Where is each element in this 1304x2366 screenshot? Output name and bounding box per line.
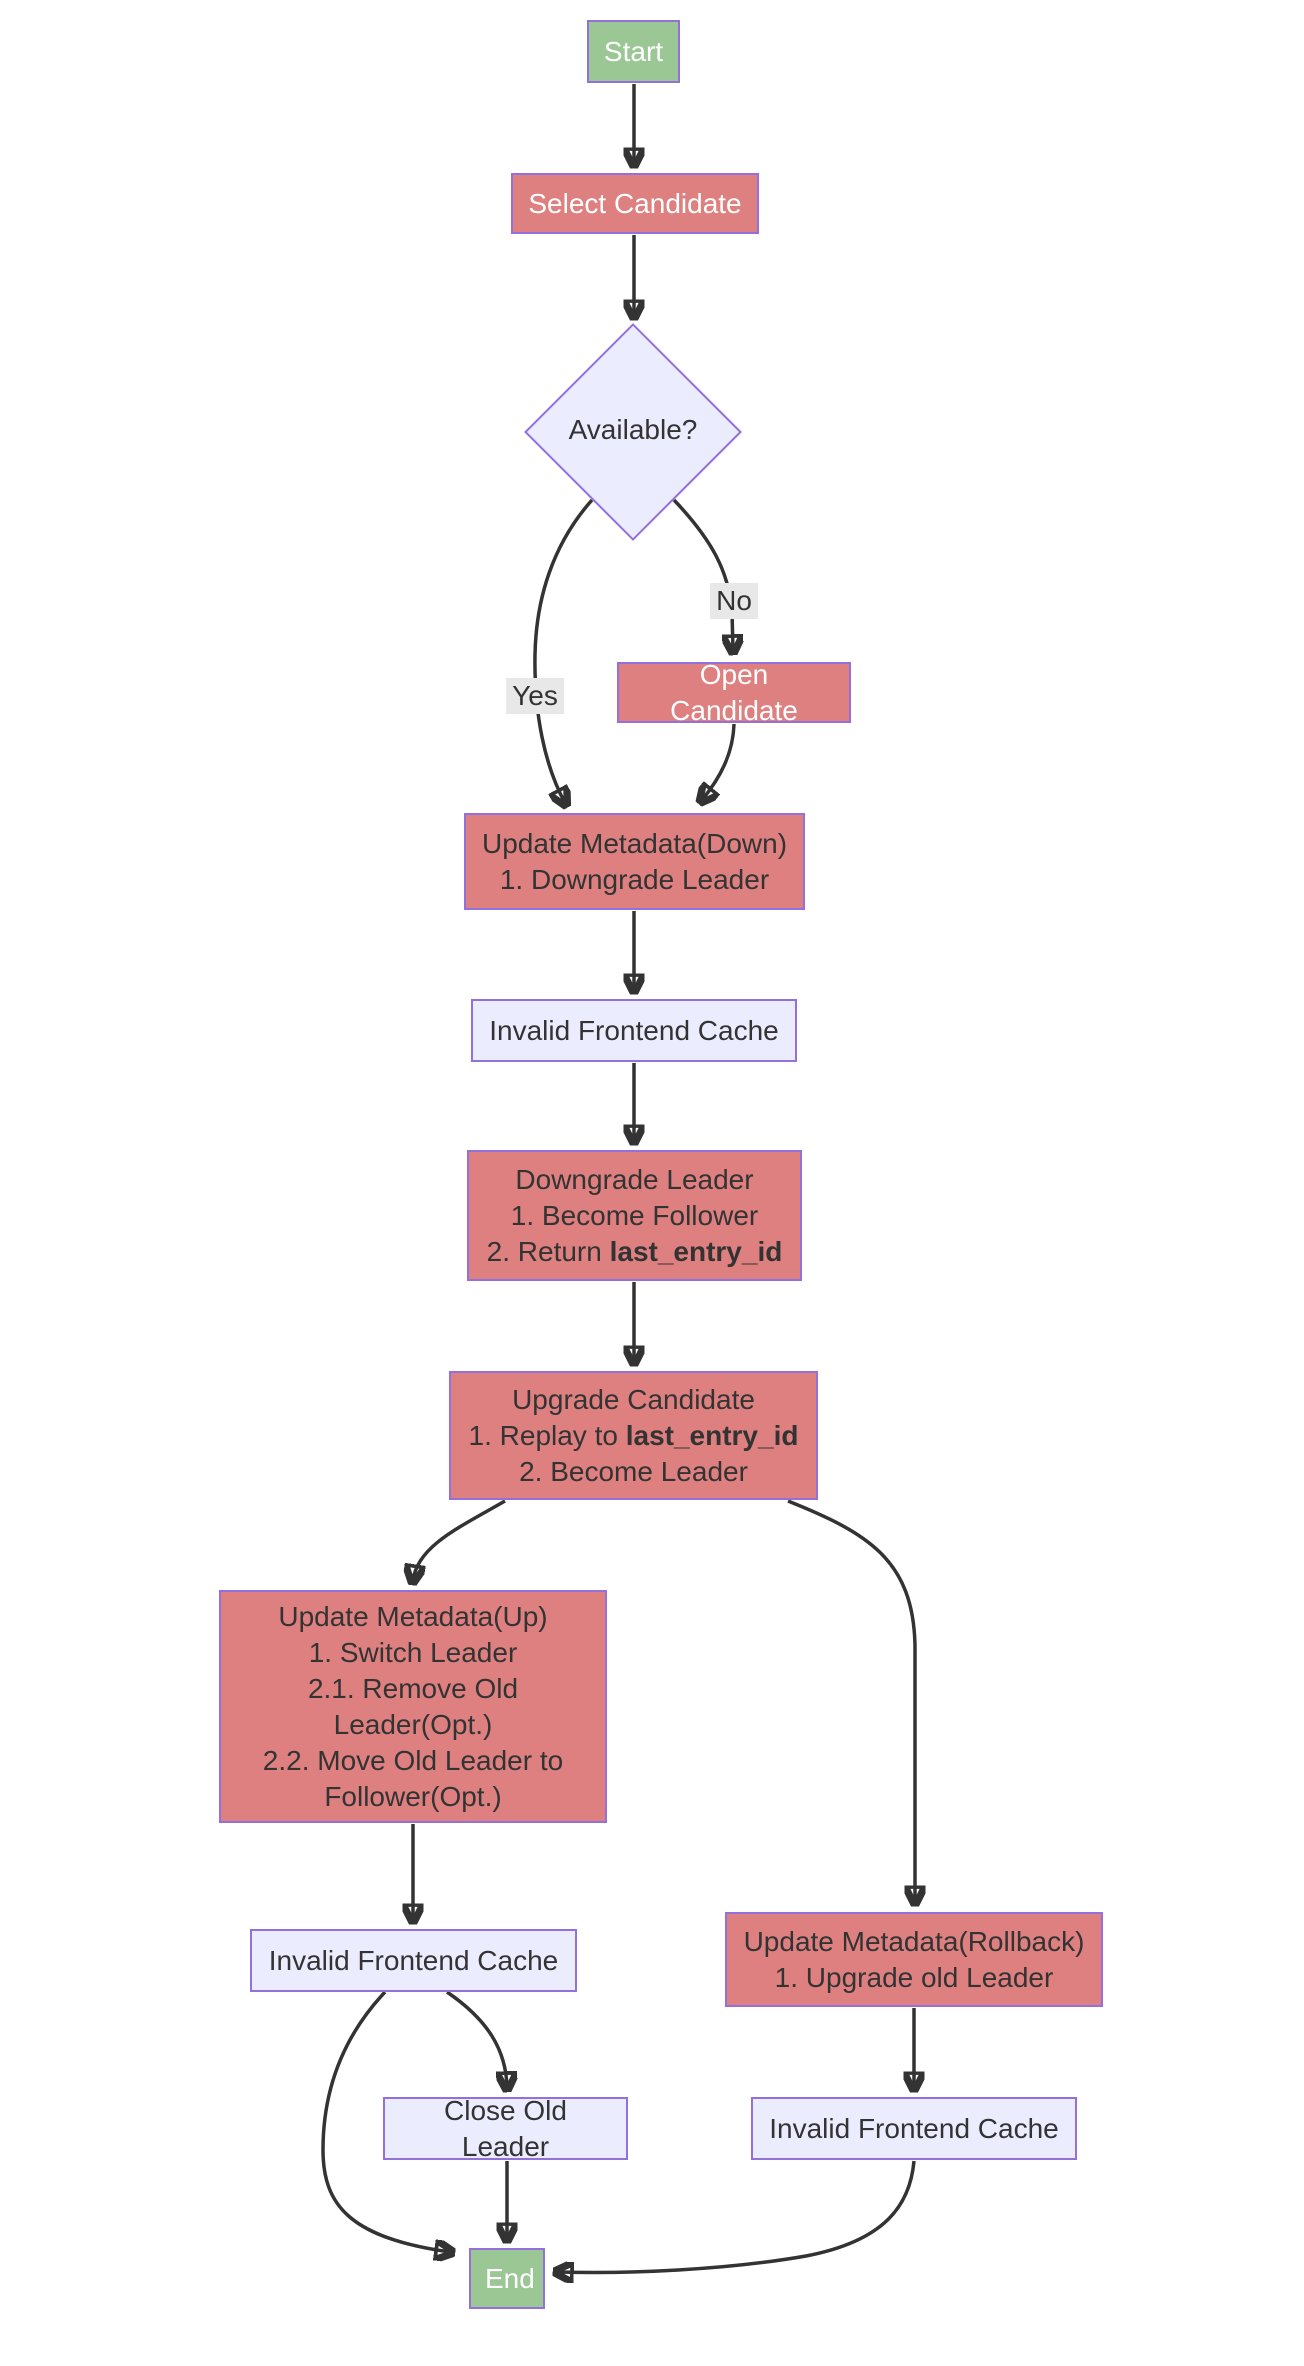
update-metadata-up-line3: 2.1. Remove Old Leader(Opt.) <box>307 1672 519 1740</box>
upgrade-candidate-line2-prefix: 1. Replay to <box>468 1419 626 1451</box>
close-old-leader-label: Close Old Leader <box>444 2094 567 2162</box>
update-metadata-up-line2: 1. Switch Leader <box>308 1636 518 1668</box>
select-candidate-label: Select Candidate <box>528 187 742 219</box>
update-metadata-up-line4: 2.2. Move Old Leader to Follower(Opt.) <box>262 1744 564 1812</box>
update-metadata-rollback-line1: Update Metadata(Rollback) <box>743 1925 1085 1957</box>
update-metadata-down-line1: Update Metadata(Down) <box>481 827 788 859</box>
node-open-candidate: Open Candidate <box>617 659 851 726</box>
node-close-old-leader: Close Old Leader <box>383 2095 628 2162</box>
upgrade-candidate-line2-bold: last_entry_id <box>625 1419 799 1451</box>
upgrade-candidate-line1: Upgrade Candidate <box>512 1383 755 1415</box>
update-metadata-rollback-line2: 1. Upgrade old Leader <box>774 1961 1054 1993</box>
invalid-frontend-cache-3-label: Invalid Frontend Cache <box>769 2112 1059 2144</box>
upgrade-candidate-line2: 1. Replay to last_entry_id <box>465 1418 802 1454</box>
upgrade-candidate-line3: 2. Become Leader <box>519 1455 748 1487</box>
node-invalid-frontend-cache-1: Invalid Frontend Cache <box>471 999 797 1062</box>
node-downgrade-leader: Downgrade Leader 1. Become Follower 2. R… <box>467 1150 802 1281</box>
decision-available-label: Available? <box>568 414 698 445</box>
downgrade-leader-line1: Downgrade Leader <box>515 1163 754 1195</box>
edge-upgrade-to-rollback <box>787 1499 915 1901</box>
node-invalid-frontend-cache-2: Invalid Frontend Cache <box>250 1929 577 1992</box>
edge-cache2-to-close-old <box>446 1990 507 2087</box>
edge-available-no-to-open <box>672 498 733 650</box>
end-label: End <box>485 2262 535 2294</box>
node-invalid-frontend-cache-3: Invalid Frontend Cache <box>751 2097 1077 2160</box>
edge-open-to-update-down <box>702 723 736 800</box>
node-end: End <box>469 2248 545 2309</box>
edge-label-yes: Yes <box>506 678 564 714</box>
downgrade-leader-line3-prefix: 2. Return <box>486 1235 610 1267</box>
node-upgrade-candidate: Upgrade Candidate 1. Replay to last_entr… <box>449 1371 818 1500</box>
node-update-metadata-down: Update Metadata(Down) 1. Downgrade Leade… <box>464 813 805 910</box>
downgrade-leader-line3: 2. Return last_entry_id <box>483 1234 786 1270</box>
edge-available-yes-to-update-down <box>533 498 594 803</box>
downgrade-leader-line2: 1. Become Follower <box>510 1199 759 1231</box>
start-label: Start <box>603 35 664 67</box>
edge-cache2-to-end <box>321 1990 450 2252</box>
node-select-candidate: Select Candidate <box>511 173 759 234</box>
update-metadata-up-line1: Update Metadata(Up) <box>278 1600 548 1632</box>
node-update-metadata-up: Update Metadata(Up) 1. Switch Leader 2.1… <box>219 1590 607 1823</box>
edge-cache3-to-end <box>558 2160 916 2272</box>
open-candidate-label: Open Candidate <box>670 658 798 726</box>
edge-label-no: No <box>710 583 758 619</box>
node-start: Start <box>587 20 680 83</box>
invalid-frontend-cache-2-label: Invalid Frontend Cache <box>268 1944 559 1976</box>
node-update-metadata-rollback: Update Metadata(Rollback) 1. Upgrade old… <box>725 1912 1103 2007</box>
invalid-frontend-cache-1-label: Invalid Frontend Cache <box>489 1014 779 1046</box>
edge-upgrade-to-update-up <box>413 1499 506 1580</box>
update-metadata-down-line2: 1. Downgrade Leader <box>499 863 770 895</box>
downgrade-leader-line3-bold: last_entry_id <box>609 1235 783 1267</box>
